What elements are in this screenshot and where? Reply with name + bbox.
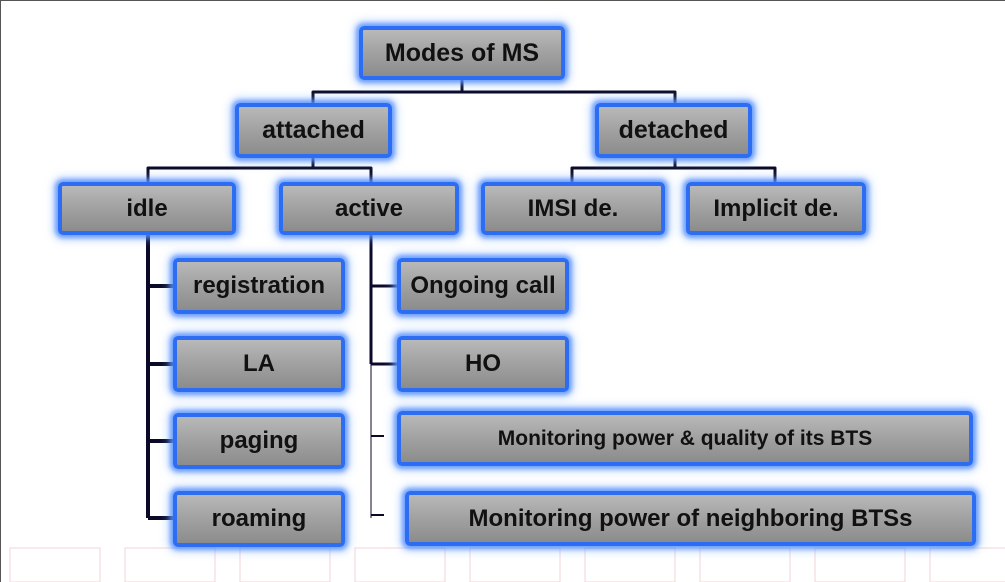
node-detached: detached (595, 103, 752, 158)
node-monitoring-own-bts: Monitoring power & quality of its BTS (397, 411, 973, 466)
background-tile (9, 547, 101, 582)
node-la: LA (173, 336, 345, 392)
background-tile (239, 547, 331, 582)
connector-monitoring (371, 435, 384, 516)
connector-idle (146, 235, 173, 520)
background-tile (469, 547, 561, 582)
background-tile (699, 547, 791, 582)
node-paging: paging (173, 413, 345, 469)
node-monitoring-neighbor-bts: Monitoring power of neighboring BTSs (405, 491, 976, 546)
background-tile (814, 547, 906, 582)
connector-active (369, 235, 397, 366)
node-idle: idle (58, 182, 236, 235)
node-attached: attached (235, 103, 392, 158)
background-tile (584, 547, 676, 582)
node-roaming: roaming (173, 491, 345, 547)
node-imsi-detach: IMSI de. (481, 182, 665, 235)
node-active: active (279, 182, 459, 235)
connector-attached (146, 158, 373, 182)
node-ongoing-call: Ongoing call (397, 258, 569, 314)
background-tile (124, 547, 216, 582)
node-registration: registration (173, 258, 345, 314)
node-ho: HO (397, 336, 569, 392)
background-tile (354, 547, 446, 582)
node-implicit-detach: Implicit de. (686, 182, 866, 235)
connector-root (311, 80, 677, 103)
background-tile (929, 547, 1005, 582)
connector-detached (570, 158, 777, 182)
node-modes-of-ms: Modes of MS (359, 26, 565, 80)
